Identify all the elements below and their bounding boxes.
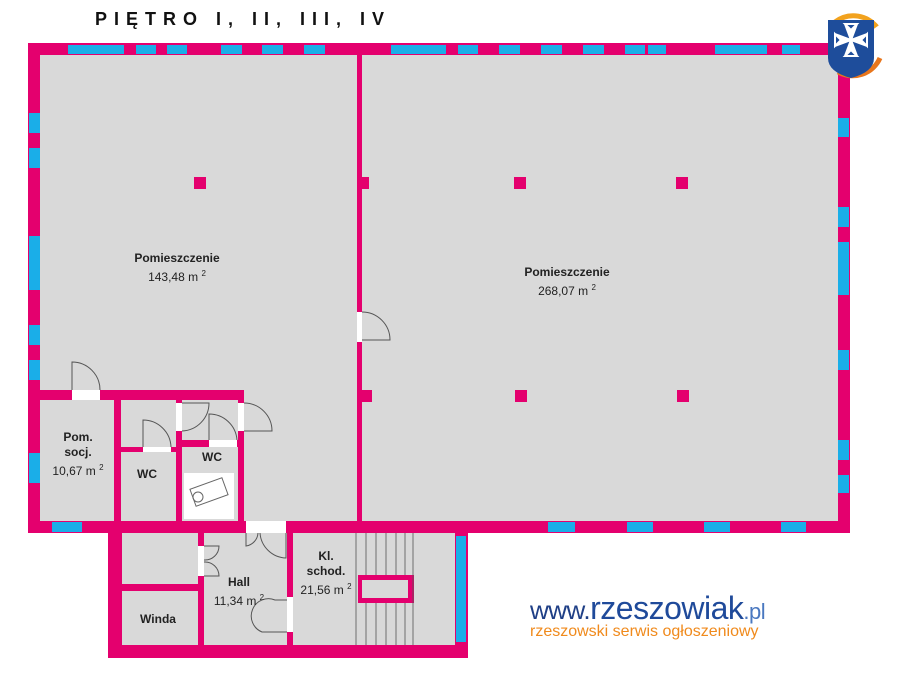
floor-title: PIĘTRO I, II, III, IV [95,9,392,29]
room-label-wc: WC [137,467,157,481]
room-label-elevator: Winda [140,612,176,626]
windows [29,45,849,642]
main-floor [28,43,850,533]
watermark-tagline: rzeszowski serwis ogłoszeniowy [530,623,759,640]
room-label-hall: Hall 11,34 m 2 [213,575,265,608]
wheelchair-toilet-icon [189,477,229,507]
room-label-wc-accessible: WC [202,450,222,464]
stairs [355,533,414,645]
room-area: 10,67 m [52,464,96,478]
door-swings [71,311,391,633]
room-label-large-left: Pomieszczenie 143,48 m 2 [134,251,220,284]
room-area: 11,34 m [213,594,257,608]
room-label-large-right: Pomieszczenie 268,07 m 2 [524,265,610,298]
room-area: 143,48 m [148,270,199,284]
watermark-url: www.rzeszowiak.pl [530,590,766,626]
watermark: www.rzeszowiak.pl rzeszowski serwis ogło… [530,590,766,641]
room-name: Pomieszczenie [524,265,610,279]
room-area: 268,07 m [538,284,589,298]
room-label-social: Pom. socj. 10,67 m 2 [52,430,104,478]
room-label-staircase: Kl. schod. 21,56 m 2 [300,549,352,597]
room-area: 21,56 m [300,583,344,597]
maltese-cross-shield-icon [828,13,883,79]
room-name: Pomieszczenie [134,251,220,265]
columns [194,177,689,402]
